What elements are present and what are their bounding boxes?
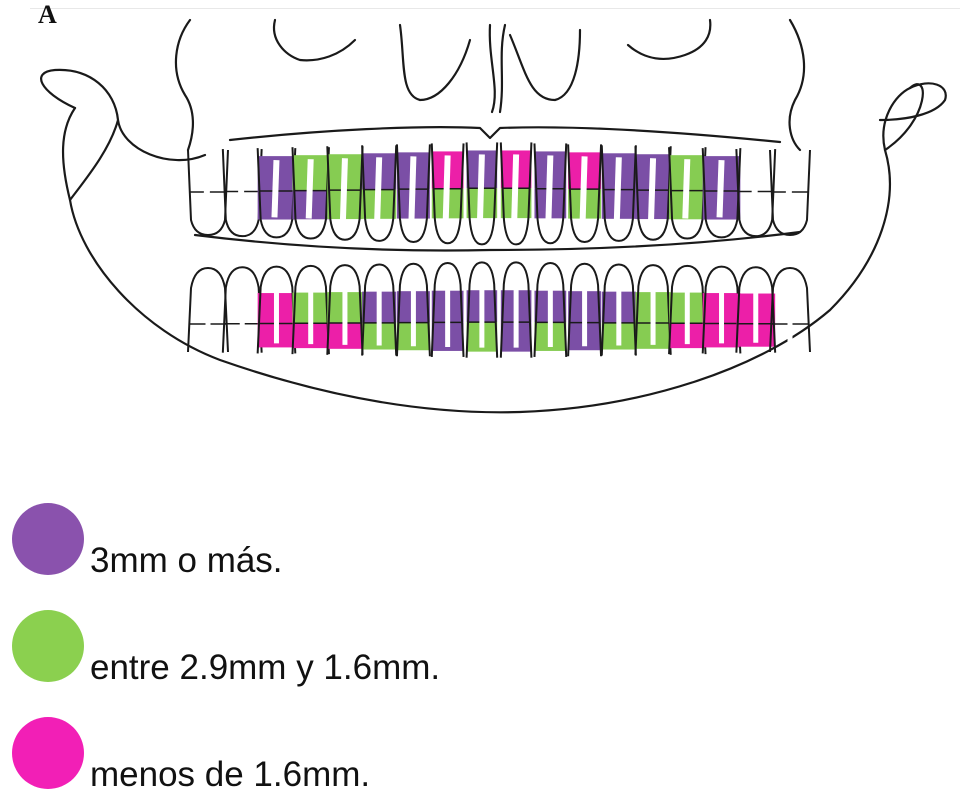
tooth-highlight	[274, 160, 276, 217]
jaw-diagram	[0, 0, 960, 460]
legend-item-purple: 3mm o más.	[12, 503, 712, 583]
palate-line	[230, 127, 780, 142]
tooth-lower-right-lateral-incisor	[568, 264, 601, 356]
tooth-highlight	[617, 157, 619, 221]
tooth-upper-left-second-premolar	[292, 147, 328, 238]
tooth-upper-right-third-molar	[770, 150, 810, 235]
legend-label-green: entre 2.9mm y 1.6mm.	[90, 648, 440, 688]
tooth-upper-right-central-incisor-a	[501, 142, 532, 244]
upper-teeth	[188, 142, 810, 244]
nasal-cavity-right	[510, 30, 580, 100]
tooth-highlight	[480, 154, 482, 224]
tooth-highlight	[446, 155, 448, 223]
tooth-lower-right-first-premolar	[635, 265, 670, 355]
tooth-highlight	[720, 160, 722, 217]
tooth-upper-left-central-incisor-b	[467, 142, 498, 244]
tooth-upper-left-second-molar	[223, 149, 262, 236]
left-ramus	[63, 108, 75, 200]
legend-item-green: entre 2.9mm y 1.6mm.	[12, 610, 712, 690]
tooth-highlight	[309, 159, 311, 218]
tooth-highlight	[240, 161, 242, 216]
tooth-highlight	[514, 154, 516, 224]
tooth-lower-right-central-incisor-a	[501, 262, 532, 357]
legend-label-magenta: menos de 1.6mm.	[90, 755, 370, 795]
tooth-highlight	[377, 157, 379, 221]
tooth-upper-right-central-incisor-b	[534, 143, 566, 243]
tooth-upper-right-second-premolar	[669, 147, 705, 238]
tooth-upper-right-first-molar	[703, 148, 741, 237]
tooth-upper-left-third-molar	[188, 150, 228, 235]
tooth-lower-left-first-molar	[258, 267, 296, 354]
tooth-highlight	[583, 156, 585, 222]
tooth-upper-left-first-premolar	[327, 146, 362, 239]
nasal-outline-left	[176, 20, 193, 150]
tooth-highlight	[788, 162, 790, 215]
tooth-lower-left-third-molar	[188, 268, 228, 352]
tooth-lower-left-lateral-incisor	[397, 264, 430, 356]
tooth-lower-left-second-premolar	[292, 266, 328, 354]
tooth-upper-left-lateral-incisor	[397, 144, 430, 242]
tooth-lower-left-second-molar	[223, 267, 262, 352]
tooth-upper-left-central-incisor-a	[432, 143, 464, 243]
nasal-outline-mid-right	[628, 20, 710, 59]
tooth-lower-left-central-incisor-b	[467, 262, 498, 357]
tooth-highlight	[651, 158, 653, 219]
tooth-upper-right-canine	[602, 145, 636, 241]
tooth-lower-right-second-premolar	[669, 266, 705, 354]
tooth-lower-left-first-premolar	[327, 265, 362, 355]
tooth-lower-right-second-molar	[736, 267, 775, 352]
legend-item-magenta: menos de 1.6mm.	[12, 717, 712, 797]
tooth-highlight	[343, 158, 345, 219]
tooth-upper-left-canine	[362, 145, 396, 241]
legend-label-purple: 3mm o más.	[90, 541, 283, 581]
tooth-upper-left-first-molar	[258, 148, 296, 237]
tooth-highlight	[206, 162, 208, 215]
mandible-outline	[41, 70, 946, 412]
tooth-lower-right-canine	[602, 264, 636, 355]
legend-swatch-green	[12, 610, 84, 682]
tooth-upper-right-second-molar	[736, 149, 775, 236]
nasal-outline-right	[790, 20, 805, 150]
tooth-highlight	[548, 155, 550, 223]
tooth-lower-left-canine	[362, 264, 396, 355]
tooth-highlight	[411, 156, 413, 222]
tooth-lower-left-central-incisor-a	[432, 263, 464, 357]
tooth-lower-right-third-molar	[770, 268, 810, 352]
tooth-highlight	[685, 159, 687, 218]
legend-swatch-purple	[12, 503, 84, 575]
tooth-lower-right-central-incisor-b	[534, 263, 566, 357]
nasal-outline-mid-left	[274, 20, 355, 60]
tooth-upper-right-first-premolar	[635, 146, 670, 239]
nasal-septum	[490, 25, 505, 112]
tooth-highlight	[754, 161, 756, 216]
tooth-lower-right-first-molar	[703, 267, 741, 354]
right-ramus	[885, 84, 923, 150]
tooth-upper-right-lateral-incisor	[568, 144, 601, 242]
nasal-cavity-left	[400, 25, 470, 100]
legend-swatch-magenta	[12, 717, 84, 789]
lower-teeth	[188, 262, 810, 357]
